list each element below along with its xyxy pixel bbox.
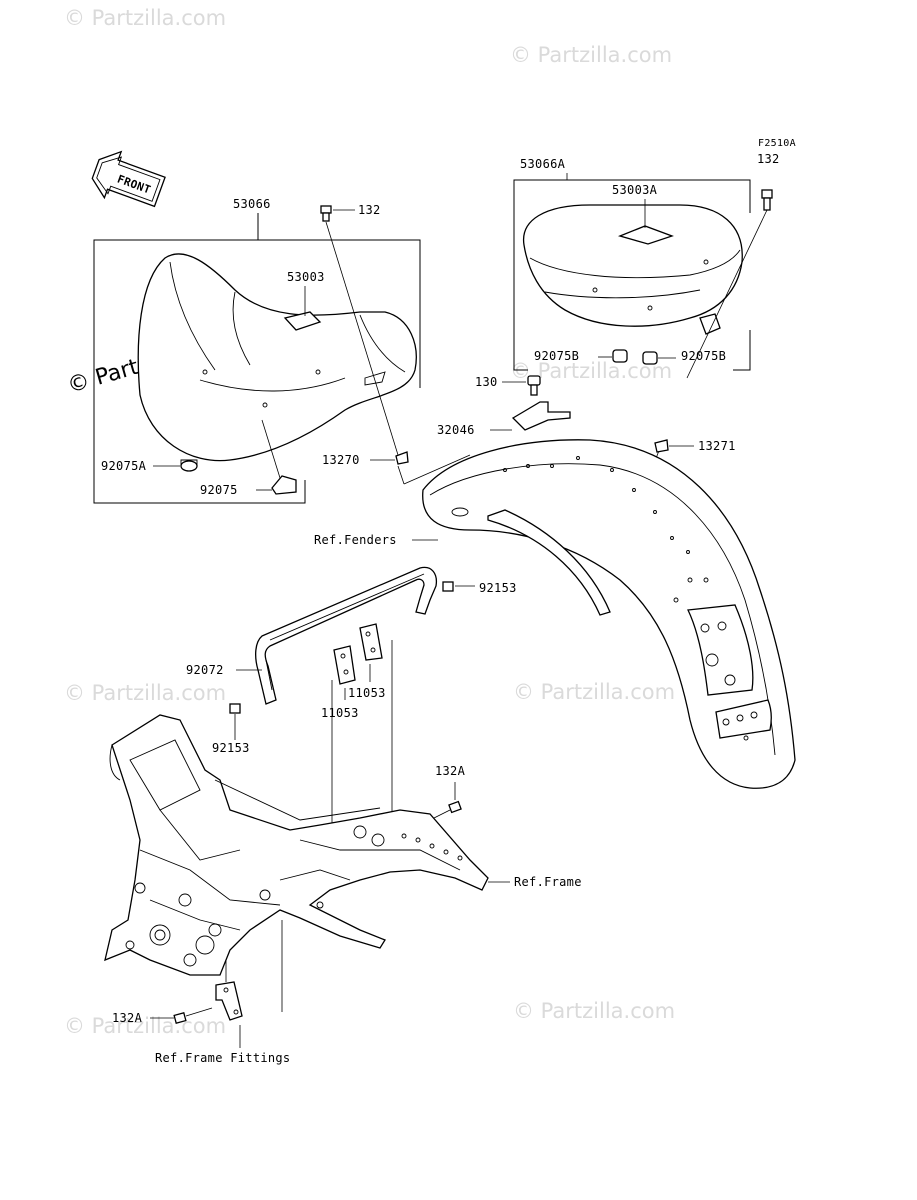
rear-seat-group: 53066A 53003A 92075B 92075B	[513, 157, 751, 371]
bolt-92153-right: 92153	[442, 581, 517, 595]
bracket-11053-b	[359, 623, 383, 661]
watermark: © Partzilla.com	[64, 681, 226, 705]
label-132-right: 132	[757, 152, 780, 166]
label-53066: 53066	[233, 197, 271, 211]
frame	[104, 714, 489, 976]
label-32046: 32046	[437, 423, 475, 437]
label-92075B-right: 92075B	[681, 349, 726, 363]
diagram-code: F2510A	[758, 138, 796, 149]
damper-13270: 13270	[322, 451, 471, 485]
bracket-32046: 32046	[437, 401, 571, 437]
label-ref-fenders: Ref.Fenders	[314, 533, 397, 547]
front-direction-arrow: FRONT	[91, 150, 166, 208]
bolt-132A-lower: 132A	[112, 1007, 213, 1025]
label-92075: 92075	[200, 483, 238, 497]
bolt-132A-upper: 132A	[433, 764, 466, 819]
label-53003A: 53003A	[612, 183, 658, 197]
cushion-92075	[271, 475, 297, 495]
frame-fitting-bracket	[215, 920, 283, 1021]
rear-seat	[523, 204, 743, 335]
rear-fender	[422, 439, 796, 789]
label-13270: 13270	[322, 453, 360, 467]
label-132-left: 132	[358, 203, 381, 217]
label-ref-frame-fittings: Ref.Frame Fittings	[155, 1051, 290, 1065]
cushion-92075B-right	[642, 351, 658, 365]
watermark: © Partzilla.com	[510, 43, 672, 67]
label-92075A: 92075A	[101, 459, 147, 473]
label-13271: 13271	[698, 439, 736, 453]
bolt-92153-left: 92153	[212, 703, 250, 755]
front-seat-group: 53066 53003 92075A 92075	[93, 197, 421, 504]
front-seat	[137, 253, 417, 462]
label-132A-lower: 132A	[112, 1011, 143, 1025]
label-92153-left: 92153	[212, 741, 250, 755]
label-92153-right: 92153	[479, 581, 517, 595]
label-53066A: 53066A	[520, 157, 566, 171]
damper-13271: 13271	[654, 439, 736, 453]
cushion-92075B-left	[612, 349, 628, 363]
label-53003: 53003	[287, 270, 325, 284]
label-11053-b: 11053	[348, 686, 386, 700]
watermark: © Partzilla.com	[513, 999, 675, 1023]
label-92075B-left: 92075B	[534, 349, 579, 363]
bolt-132-left: 132	[320, 203, 399, 456]
cushion-92075A	[180, 459, 198, 472]
label-130: 130	[475, 375, 498, 389]
label-132A-upper: 132A	[435, 764, 466, 778]
watermark: © Partzilla.com	[64, 1014, 226, 1038]
bracket-11053-a	[333, 645, 356, 685]
watermark: © Partzilla.com	[513, 680, 675, 704]
label-92072: 92072	[186, 663, 224, 677]
bolt-130: 130	[475, 375, 541, 396]
label-11053-a: 11053	[321, 706, 359, 720]
grab-bar-92072	[255, 566, 438, 705]
watermark: © Partzilla.com	[64, 6, 226, 30]
label-ref-frame: Ref.Frame	[514, 875, 582, 889]
